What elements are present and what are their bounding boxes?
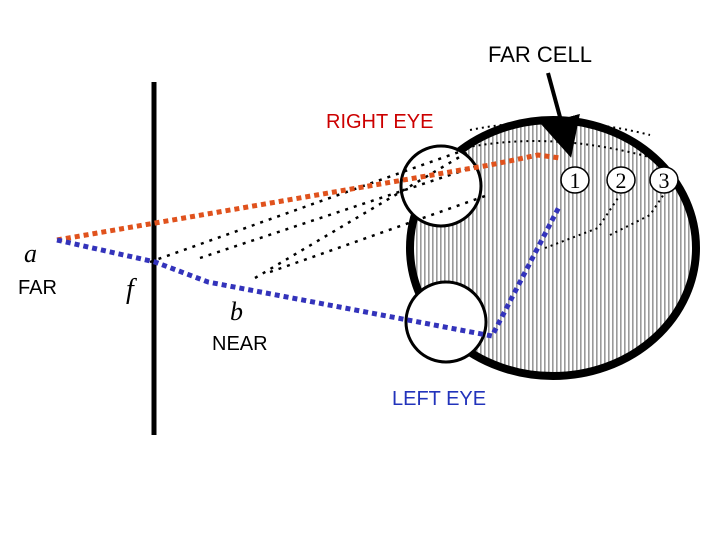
cell-2-circle: [606, 166, 636, 194]
cell-1-circle: [560, 166, 590, 194]
point-f-label: f: [126, 274, 137, 305]
left-eye-ray: [56, 203, 563, 339]
left-eye-label: LEFT EYE: [392, 388, 486, 410]
dotted-ray-1: [149, 146, 471, 264]
cell-2-label: 2: [616, 168, 627, 193]
far-cell-label: FAR CELL: [488, 42, 592, 67]
right-eye-circle: [399, 144, 483, 228]
right-eye-label: RIGHT EYE: [326, 111, 433, 133]
near-label: NEAR: [212, 333, 268, 355]
cell-1-label: 1: [570, 168, 581, 193]
left-eye-circle: [404, 280, 488, 364]
cell-3-circle: [649, 166, 679, 194]
dotted-line-to-cell-2: [544, 194, 621, 249]
dotted-ray-2: [199, 163, 481, 260]
cell-3-label: 3: [659, 168, 670, 193]
point-a-label: a: [24, 239, 37, 268]
far-cell-arrow: [541, 72, 580, 158]
dotted-ray-4: [269, 193, 489, 274]
point-b-label: b: [230, 297, 243, 326]
far-label: FAR: [18, 277, 57, 299]
